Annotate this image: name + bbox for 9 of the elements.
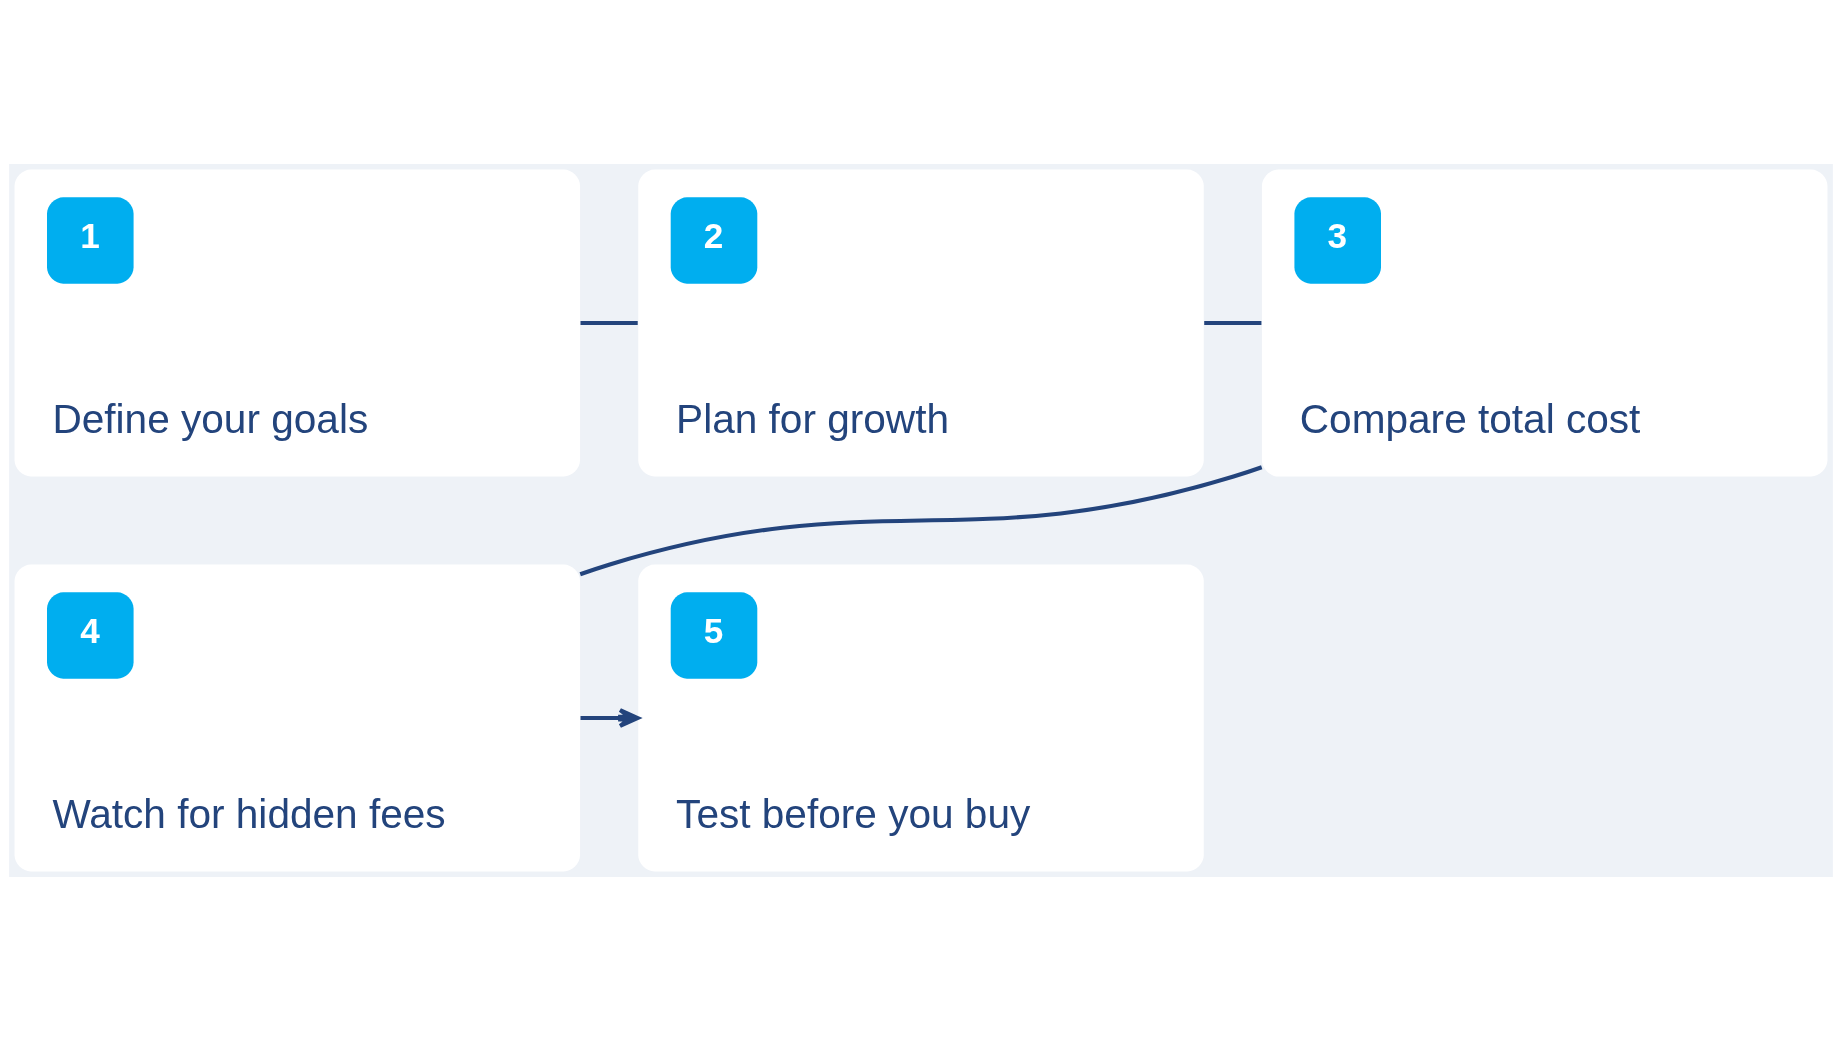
arrow [580,707,640,728]
node-box: 5 Test before you buy [638,563,1204,872]
connector [1204,320,1262,325]
connector [580,320,638,325]
connector [579,464,1263,576]
node-box: 1 Define your goals [14,168,581,477]
node-box: 4 Watch for hidden fees [14,563,581,872]
node-box: 3 Compare total cost [1261,168,1828,477]
node-box: 2 Plan for growth [638,168,1204,477]
